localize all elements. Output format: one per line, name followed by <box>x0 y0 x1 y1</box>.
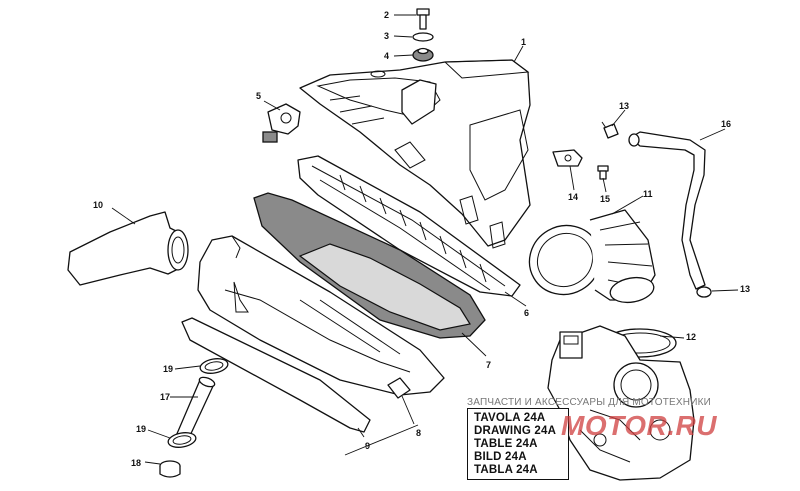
reference-line-en-drawing: DRAWING 24A <box>474 425 557 437</box>
part-11-intake-bellows <box>528 209 656 304</box>
callout-11: 11 <box>643 189 653 199</box>
callout-19-lower: 19 <box>136 424 146 434</box>
part-13-clip-lower <box>696 286 712 298</box>
callout-17: 17 <box>160 392 170 402</box>
part-16-breather-hose <box>628 131 706 290</box>
reference-line-es: TABLA 24A <box>474 464 538 476</box>
part-2-screw <box>416 8 430 30</box>
part-7-filter-element <box>253 192 486 339</box>
callout-13-lower: 13 <box>740 284 750 294</box>
part-19-clamp-lower <box>167 432 197 448</box>
callout-15: 15 <box>600 194 610 204</box>
callout-3: 3 <box>384 31 389 41</box>
part-1-airbox-upper <box>299 59 531 249</box>
callout-1: 1 <box>521 37 526 47</box>
reference-line-fr: TABLE 24A <box>474 438 538 450</box>
part-15-small-screw <box>597 165 609 180</box>
callout-18: 18 <box>131 458 141 468</box>
callout-13-upper: 13 <box>619 101 629 111</box>
callout-8: 8 <box>416 428 421 438</box>
throttle-body <box>547 325 695 481</box>
part-14-bracket <box>552 149 583 167</box>
callout-10: 10 <box>93 200 103 210</box>
part-18-drain-cap <box>159 460 181 478</box>
callout-2: 2 <box>384 10 389 20</box>
callout-14: 14 <box>568 192 578 202</box>
callout-12: 12 <box>686 332 696 342</box>
part-8-airbox-lower <box>197 235 445 399</box>
part-10-intake-duct <box>67 211 189 286</box>
group-bracket-8-9 <box>344 424 419 456</box>
leader-lines <box>111 14 739 465</box>
callout-4: 4 <box>384 51 389 61</box>
watermark-logo: MOTOR.RU <box>561 410 717 441</box>
part-9-bottom-strip <box>181 317 371 433</box>
callout-16: 16 <box>721 119 731 129</box>
part-17-tube <box>175 376 216 441</box>
reference-line-de: BILD 24A <box>474 451 527 463</box>
callout-19-upper: 19 <box>163 364 173 374</box>
callout-7: 7 <box>486 360 491 370</box>
reference-table: TAVOLA 24A DRAWING 24A TABLE 24A BILD 24… <box>467 408 569 480</box>
part-5-sensor-clip <box>262 103 301 143</box>
watermark-caption: ЗАПЧАСТИ И АКСЕССУАРЫ ДЛЯ МОТОТЕХНИКИ <box>467 397 712 408</box>
part-19-clamp-upper <box>199 358 229 374</box>
part-3-washer <box>412 32 434 42</box>
reference-line-it: TAVOLA 24A <box>474 412 546 424</box>
callout-5: 5 <box>256 91 261 101</box>
callout-numbers: 1 2 3 4 5 6 7 8 9 10 11 12 13 13 14 15 1… <box>93 10 750 468</box>
callout-6: 6 <box>524 308 529 318</box>
callout-9: 9 <box>365 441 370 451</box>
part-6-filter-frame <box>297 155 521 297</box>
part-13-fitting-upper <box>601 121 619 139</box>
part-4-grommet <box>412 47 434 62</box>
